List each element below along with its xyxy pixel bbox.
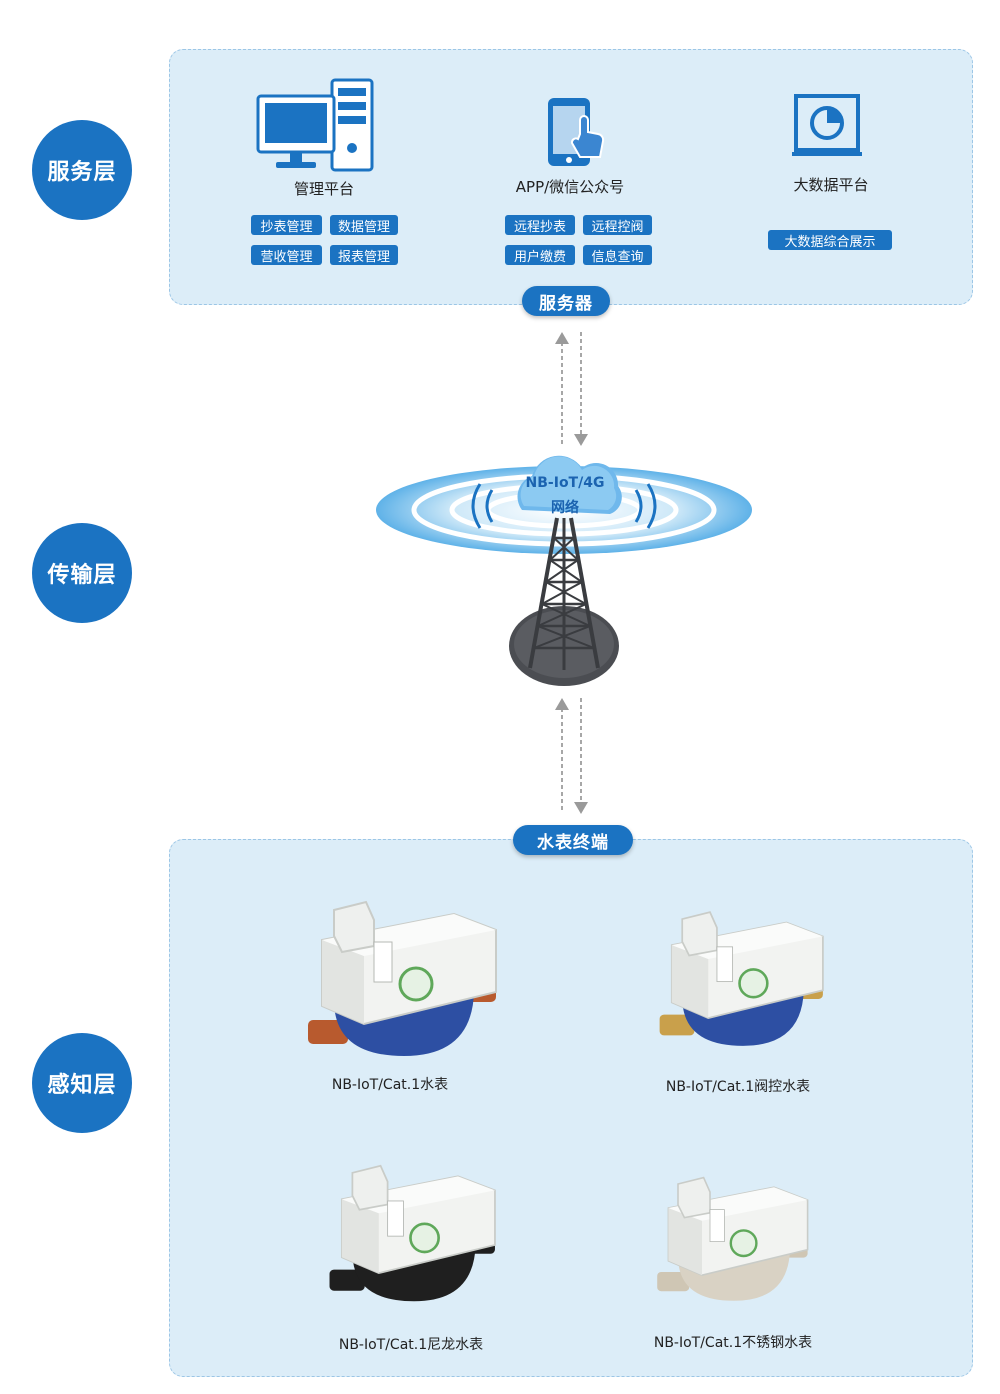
meter-image-2 — [659, 911, 824, 1046]
tag-remote-reading: 远程抄表 — [505, 215, 575, 235]
meter-seal — [729, 1229, 758, 1258]
server-label: 服务器 — [522, 286, 610, 316]
meter-antenna-block — [677, 1176, 711, 1219]
meter-inlet-pipe — [329, 1269, 365, 1291]
network-terminal-arrows — [555, 698, 588, 814]
meter-housing-side — [341, 1199, 379, 1274]
meter-caption-2: NB-IoT/Cat.1阀控水表 — [665, 1079, 811, 1095]
meter-caption-4: NB-IoT/Cat.1不锈钢水表 — [653, 1335, 813, 1351]
meter-inlet-pipe — [659, 1014, 695, 1036]
tag-bigdata-display: 大数据综合展示 — [768, 230, 892, 250]
tag-info-query: 信息查询 — [583, 245, 652, 265]
water-meter-terminal-label: 水表终端 — [513, 825, 633, 855]
column-title-management: 管理平台 — [293, 180, 354, 198]
signal-tower-icon — [376, 455, 752, 686]
meter-seal — [738, 968, 769, 999]
meter-image-4 — [657, 1176, 809, 1301]
desktop-computer-icon — [256, 78, 374, 172]
meter-image-1 — [308, 900, 497, 1056]
meter-image-3 — [329, 1164, 496, 1302]
chart-display-icon — [792, 94, 862, 156]
tag-user-payment: 用户缴费 — [505, 245, 575, 265]
tag-meter-reading-management: 抄表管理 — [251, 215, 322, 235]
layer-service-badge: 服务层 — [32, 120, 132, 220]
meter-caption-1: NB-IoT/Cat.1水表 — [331, 1077, 449, 1093]
meter-label-sticker — [716, 946, 734, 983]
meter-inlet-pipe — [308, 1020, 348, 1044]
meter-caption-3: NB-IoT/Cat.1尼龙水表 — [338, 1337, 484, 1353]
tag-revenue-management: 营收管理 — [251, 245, 322, 265]
layer-perception-badge: 感知层 — [32, 1033, 132, 1133]
perception-layer-panel — [169, 839, 973, 1377]
meter-label-sticker — [373, 941, 393, 983]
meter-label-sticker — [387, 1200, 404, 1237]
meter-antenna-block — [351, 1164, 389, 1211]
tag-report-management: 报表管理 — [330, 245, 398, 265]
network-label-line2: 网络 — [551, 500, 579, 516]
tag-remote-valve-control: 远程控阀 — [583, 215, 652, 235]
meter-antenna-block — [333, 900, 375, 954]
column-title-app: APP/微信公众号 — [515, 178, 625, 196]
meter-inlet-pipe — [657, 1272, 690, 1292]
network-label-line1: NB-IoT/4G — [525, 475, 605, 491]
tag-data-management: 数据管理 — [330, 215, 398, 235]
meter-seal — [409, 1222, 440, 1254]
server-network-arrows — [555, 332, 588, 446]
meter-housing-side — [322, 940, 364, 1024]
meter-housing-side — [668, 1208, 702, 1276]
smartphone-touch-icon — [548, 98, 605, 166]
meter-housing-side — [671, 945, 709, 1019]
meter-seal — [398, 966, 434, 1002]
meter-label-sticker — [709, 1209, 725, 1242]
column-title-bigdata: 大数据平台 — [793, 176, 869, 194]
layer-transport-badge: 传输层 — [32, 523, 132, 623]
meter-antenna-block — [681, 911, 718, 957]
